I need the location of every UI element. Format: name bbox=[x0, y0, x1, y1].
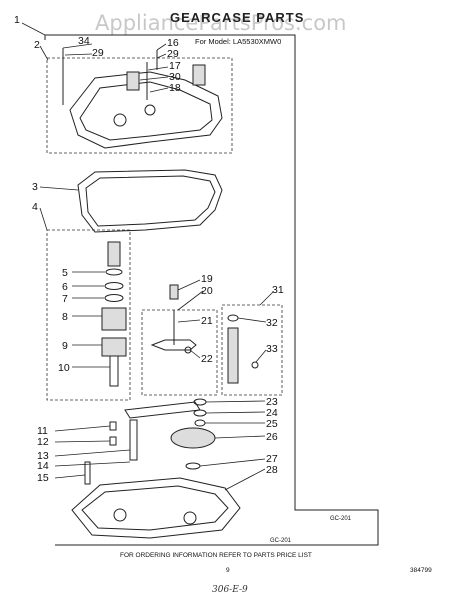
callout-label: 32 bbox=[266, 317, 278, 329]
group-box-right bbox=[221, 304, 283, 396]
left-shaft-stack bbox=[101, 241, 127, 387]
callout-label: 30 bbox=[169, 71, 181, 83]
cover-bushing-right bbox=[192, 64, 206, 86]
outer-frame bbox=[44, 34, 379, 546]
right-shaft-group bbox=[227, 314, 259, 384]
callout-label: 18 bbox=[169, 82, 181, 94]
callout-label: 23 bbox=[266, 396, 278, 408]
worm-shaft bbox=[227, 327, 239, 384]
callout-label: 22 bbox=[201, 353, 213, 365]
pinion-shaft bbox=[109, 355, 119, 387]
footer-note: FOR ORDERING INFORMATION REFER TO PARTS … bbox=[120, 552, 312, 559]
callout-label: 8 bbox=[62, 311, 68, 323]
leader-lines bbox=[21, 22, 274, 491]
shifter-group bbox=[150, 284, 197, 354]
spring-top bbox=[107, 241, 121, 267]
cover-bushing-left bbox=[126, 71, 140, 91]
group-box-left bbox=[46, 229, 131, 401]
watermark-text: AppliancePartsPros.com bbox=[95, 11, 347, 35]
callout-label: 7 bbox=[62, 293, 68, 305]
callout-label: 3 bbox=[32, 181, 38, 193]
gasket bbox=[77, 169, 223, 233]
main-gear bbox=[170, 427, 216, 449]
callout-label: 27 bbox=[266, 453, 278, 465]
group-box-top bbox=[46, 57, 233, 154]
connecting-link bbox=[124, 401, 201, 419]
callout-label: 4 bbox=[32, 201, 38, 213]
model-line: For Model: LA5530XMW0 bbox=[195, 37, 281, 46]
gearcase-cover bbox=[62, 48, 223, 149]
pinion-gear bbox=[101, 337, 127, 357]
callout-label: 28 bbox=[266, 464, 278, 476]
callout-label: 26 bbox=[266, 431, 278, 443]
callout-label: 33 bbox=[266, 343, 278, 355]
gearcase-base bbox=[71, 461, 241, 539]
callout-label: 9 bbox=[62, 340, 68, 352]
part-number: 384799 bbox=[410, 567, 432, 574]
callout-label: 10 bbox=[58, 362, 70, 374]
figure-code: GC-201 bbox=[330, 516, 352, 522]
callout-label: 13 bbox=[37, 450, 49, 462]
callout-label: 14 bbox=[37, 460, 49, 472]
figure-code: GC-201 bbox=[270, 538, 292, 544]
callout-label: 29 bbox=[167, 48, 179, 60]
callout-label: 21 bbox=[201, 315, 213, 327]
callout-label: 29 bbox=[92, 47, 104, 59]
callout-labels: 1 2 34 29 16 29 17 30 18 3 4 5 6 7 8 9 1… bbox=[14, 14, 284, 484]
callout-label: 20 bbox=[201, 285, 213, 297]
group-box-shifter bbox=[141, 309, 218, 396]
callout-label: 15 bbox=[37, 472, 49, 484]
callout-label: 17 bbox=[169, 60, 181, 72]
callout-label: 5 bbox=[62, 267, 68, 279]
callout-label: 11 bbox=[37, 425, 48, 437]
handwritten-note: 306-E-9 bbox=[212, 585, 248, 595]
callout-label: 16 bbox=[167, 37, 179, 49]
lower-gears bbox=[109, 398, 216, 470]
callout-label: 25 bbox=[266, 418, 278, 430]
page-number: 9 bbox=[226, 567, 230, 574]
callout-label: 1 bbox=[14, 14, 20, 26]
callout-label: 2 bbox=[34, 39, 40, 51]
callout-label: 19 bbox=[201, 273, 213, 285]
callout-label: 31 bbox=[272, 284, 284, 296]
spring-coil bbox=[101, 307, 127, 331]
shifter-spring bbox=[169, 284, 179, 300]
callout-label: 24 bbox=[266, 407, 278, 419]
diagram-title: GEARCASE PARTS bbox=[170, 10, 304, 25]
shifter-fork bbox=[150, 339, 197, 351]
callout-label: 34 bbox=[78, 35, 90, 47]
callout-label: 6 bbox=[62, 281, 68, 293]
callout-label: 12 bbox=[37, 436, 49, 448]
